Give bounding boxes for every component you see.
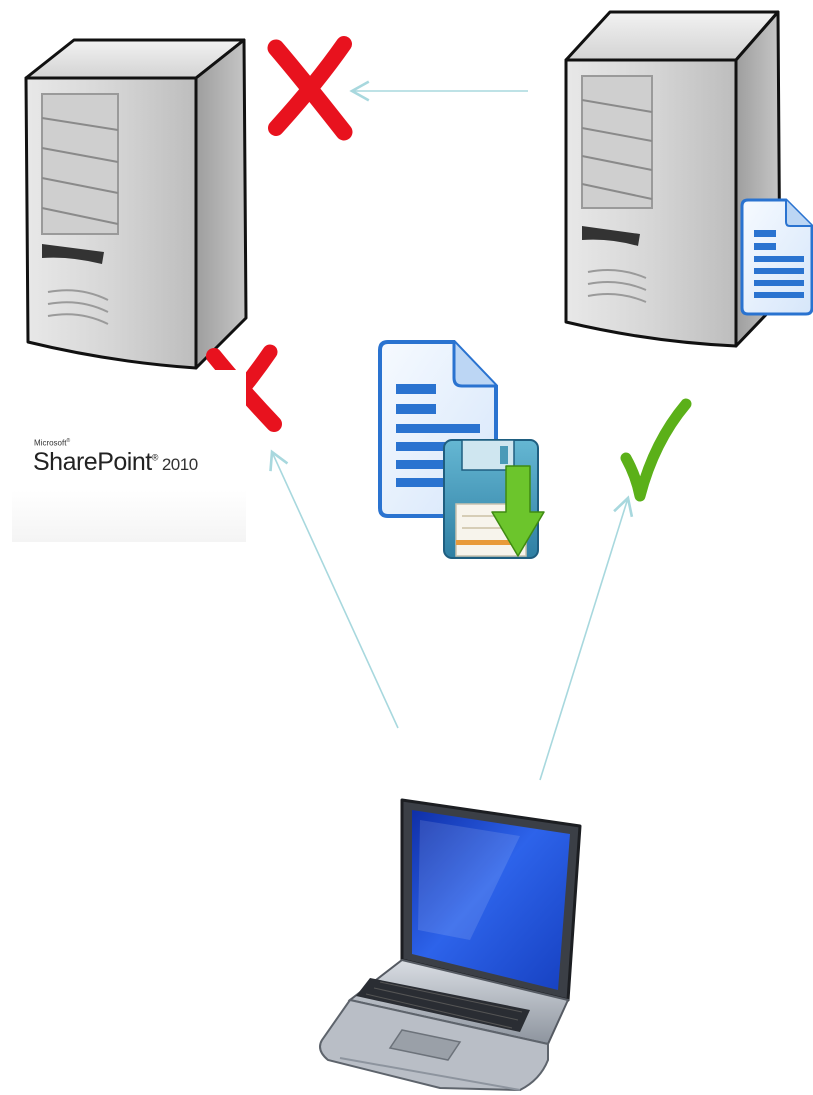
fail-top-icon	[267, 36, 353, 141]
sharepoint-brand-text: Microsoft	[34, 438, 67, 448]
arrow-laptop-to-right-server	[539, 495, 634, 781]
sharepoint-product-text: SharePoint	[33, 448, 152, 476]
sharepoint-logo: Microsoft® SharePoint®2010	[12, 370, 246, 542]
sharepoint-version: 2010	[161, 455, 198, 474]
sharepoint-brand-mark: ®	[66, 438, 71, 444]
laptop-icon	[319, 798, 582, 1092]
arrow-laptop-to-sharepoint	[269, 449, 399, 729]
sharepoint-brand: Microsoft®	[34, 438, 70, 448]
sharepoint-product-mark: ®	[151, 452, 159, 463]
document-save-icon	[378, 340, 545, 559]
success-check-icon	[620, 398, 692, 502]
server-left-icon	[24, 38, 248, 370]
document-icon	[740, 198, 813, 316]
sharepoint-product: SharePoint®2010	[33, 448, 198, 477]
